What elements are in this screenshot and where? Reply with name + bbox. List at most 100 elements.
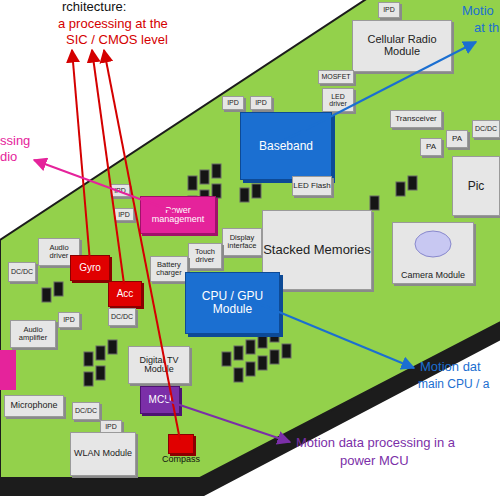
component-label: Stacked Memories [263, 243, 371, 257]
dcdc-chip: DC/DC [8, 262, 36, 282]
component-label: IPD [227, 99, 239, 106]
chip [200, 170, 209, 184]
microphone: Microphone [4, 395, 64, 417]
callout-text: Motion data processing in a [296, 436, 455, 450]
charger-chip: Battery charger [150, 256, 188, 282]
component-label: IPD [255, 99, 267, 106]
component-label: Digital TV Module [129, 356, 189, 375]
component-label: Pic [468, 180, 485, 193]
chip [212, 164, 221, 178]
chip [84, 352, 93, 366]
pa-chip: PA [446, 130, 468, 148]
chip [370, 196, 379, 210]
chip [282, 344, 291, 358]
chip [240, 188, 249, 202]
driver-chip: Touch driver [188, 243, 222, 269]
sensor-chip: Gyro [70, 255, 110, 281]
callout-text: Motio [462, 4, 494, 18]
chip [246, 340, 255, 354]
component-label: DC/DC [111, 313, 133, 320]
dcdc-chip: DC/DC [72, 402, 100, 420]
chip [108, 340, 117, 354]
component-label: IPD [114, 187, 126, 194]
chip [54, 282, 63, 296]
callout-text: power MCU [340, 454, 409, 468]
callout-arrow [250, 300, 414, 368]
callout-arrow [285, 42, 476, 140]
chip [96, 346, 105, 360]
component-label: PA [452, 135, 462, 143]
mosfet-chip: MOSFET [318, 70, 354, 84]
component-label: DC/DC [11, 268, 33, 275]
ipd-chip: IPD [378, 2, 400, 18]
transceiver-chip: Transceiver [390, 110, 442, 128]
component-label: DC/DC [475, 125, 497, 132]
sensor-chip: Compass [168, 434, 194, 454]
component-label: Acc [117, 289, 134, 300]
component-label: Transceiver [395, 115, 437, 123]
chip [234, 346, 243, 360]
ipd-chip: IPD [222, 96, 244, 110]
component-label: WLAN Module [74, 449, 132, 458]
component-label: Compass [162, 455, 200, 464]
component-label: PA [426, 143, 436, 151]
power-chip: Power management [140, 196, 216, 234]
chip [270, 350, 279, 364]
chip [252, 184, 261, 198]
chip [188, 176, 197, 190]
component-label: LED driver [323, 93, 353, 108]
pa-chip: PA [420, 138, 442, 156]
cropped-magenta-chip [0, 350, 16, 390]
component-label: IPD [118, 211, 130, 218]
callout-arrow [165, 400, 290, 442]
tv-module: Digital TV Module [128, 346, 190, 384]
callout-text: main CPU / a [418, 378, 489, 391]
dcdc-chip: DC/DC [472, 120, 500, 138]
camera-module: Camera Module [392, 222, 474, 284]
component-label: Power management [141, 206, 215, 225]
component-label: Camera Module [401, 271, 465, 280]
ipd-chip: IPD [110, 184, 130, 197]
callout-arrow [104, 50, 180, 440]
chip [396, 182, 405, 196]
callout-text: at th [474, 21, 499, 35]
radio-module: Cellular Radio Module [352, 20, 452, 72]
driver-chip: LED driver [322, 88, 354, 112]
component-label: MOSFET [321, 73, 350, 80]
interface-chip: Display interface [222, 228, 262, 256]
callout-arrow [92, 50, 124, 284]
component-label: Touch driver [189, 248, 221, 264]
amplifier-chip: Audio amplifier [10, 320, 56, 348]
chip [222, 352, 231, 366]
callout-text: dio [0, 150, 17, 164]
chip [96, 366, 105, 380]
ipd-chip: IPD [250, 96, 272, 110]
ipd-chip: IPD [58, 312, 80, 328]
callout-arrow [34, 160, 175, 212]
chip [234, 368, 243, 382]
component-label: CPU / GPU Module [186, 290, 279, 315]
component-label: LED Flash [293, 182, 330, 190]
component-label: Microphone [10, 401, 57, 410]
chip [408, 176, 417, 190]
mcu-chip: MCU [140, 386, 180, 414]
component-label: Battery charger [151, 261, 187, 277]
component-label: DC/DC [75, 407, 97, 414]
callout-text: Motion dat [420, 360, 481, 374]
callout-text: rchitecture: [62, 0, 126, 14]
component-label: MCU [149, 395, 172, 406]
component-label: IPD [63, 316, 75, 323]
ipd-chip: IPD [114, 208, 134, 221]
chip [42, 288, 51, 302]
wlan-module: WLAN Module [70, 432, 136, 476]
camera-lens [415, 231, 451, 257]
pcb-board [0, 0, 500, 478]
processor-chip: Pic [452, 156, 500, 216]
led-flash: LED Flash [292, 176, 332, 196]
dcdc-chip: DC/DC [108, 308, 136, 326]
callout-text: SIC / CMOS level [66, 33, 168, 47]
baseband-chip: Baseband [240, 112, 332, 180]
